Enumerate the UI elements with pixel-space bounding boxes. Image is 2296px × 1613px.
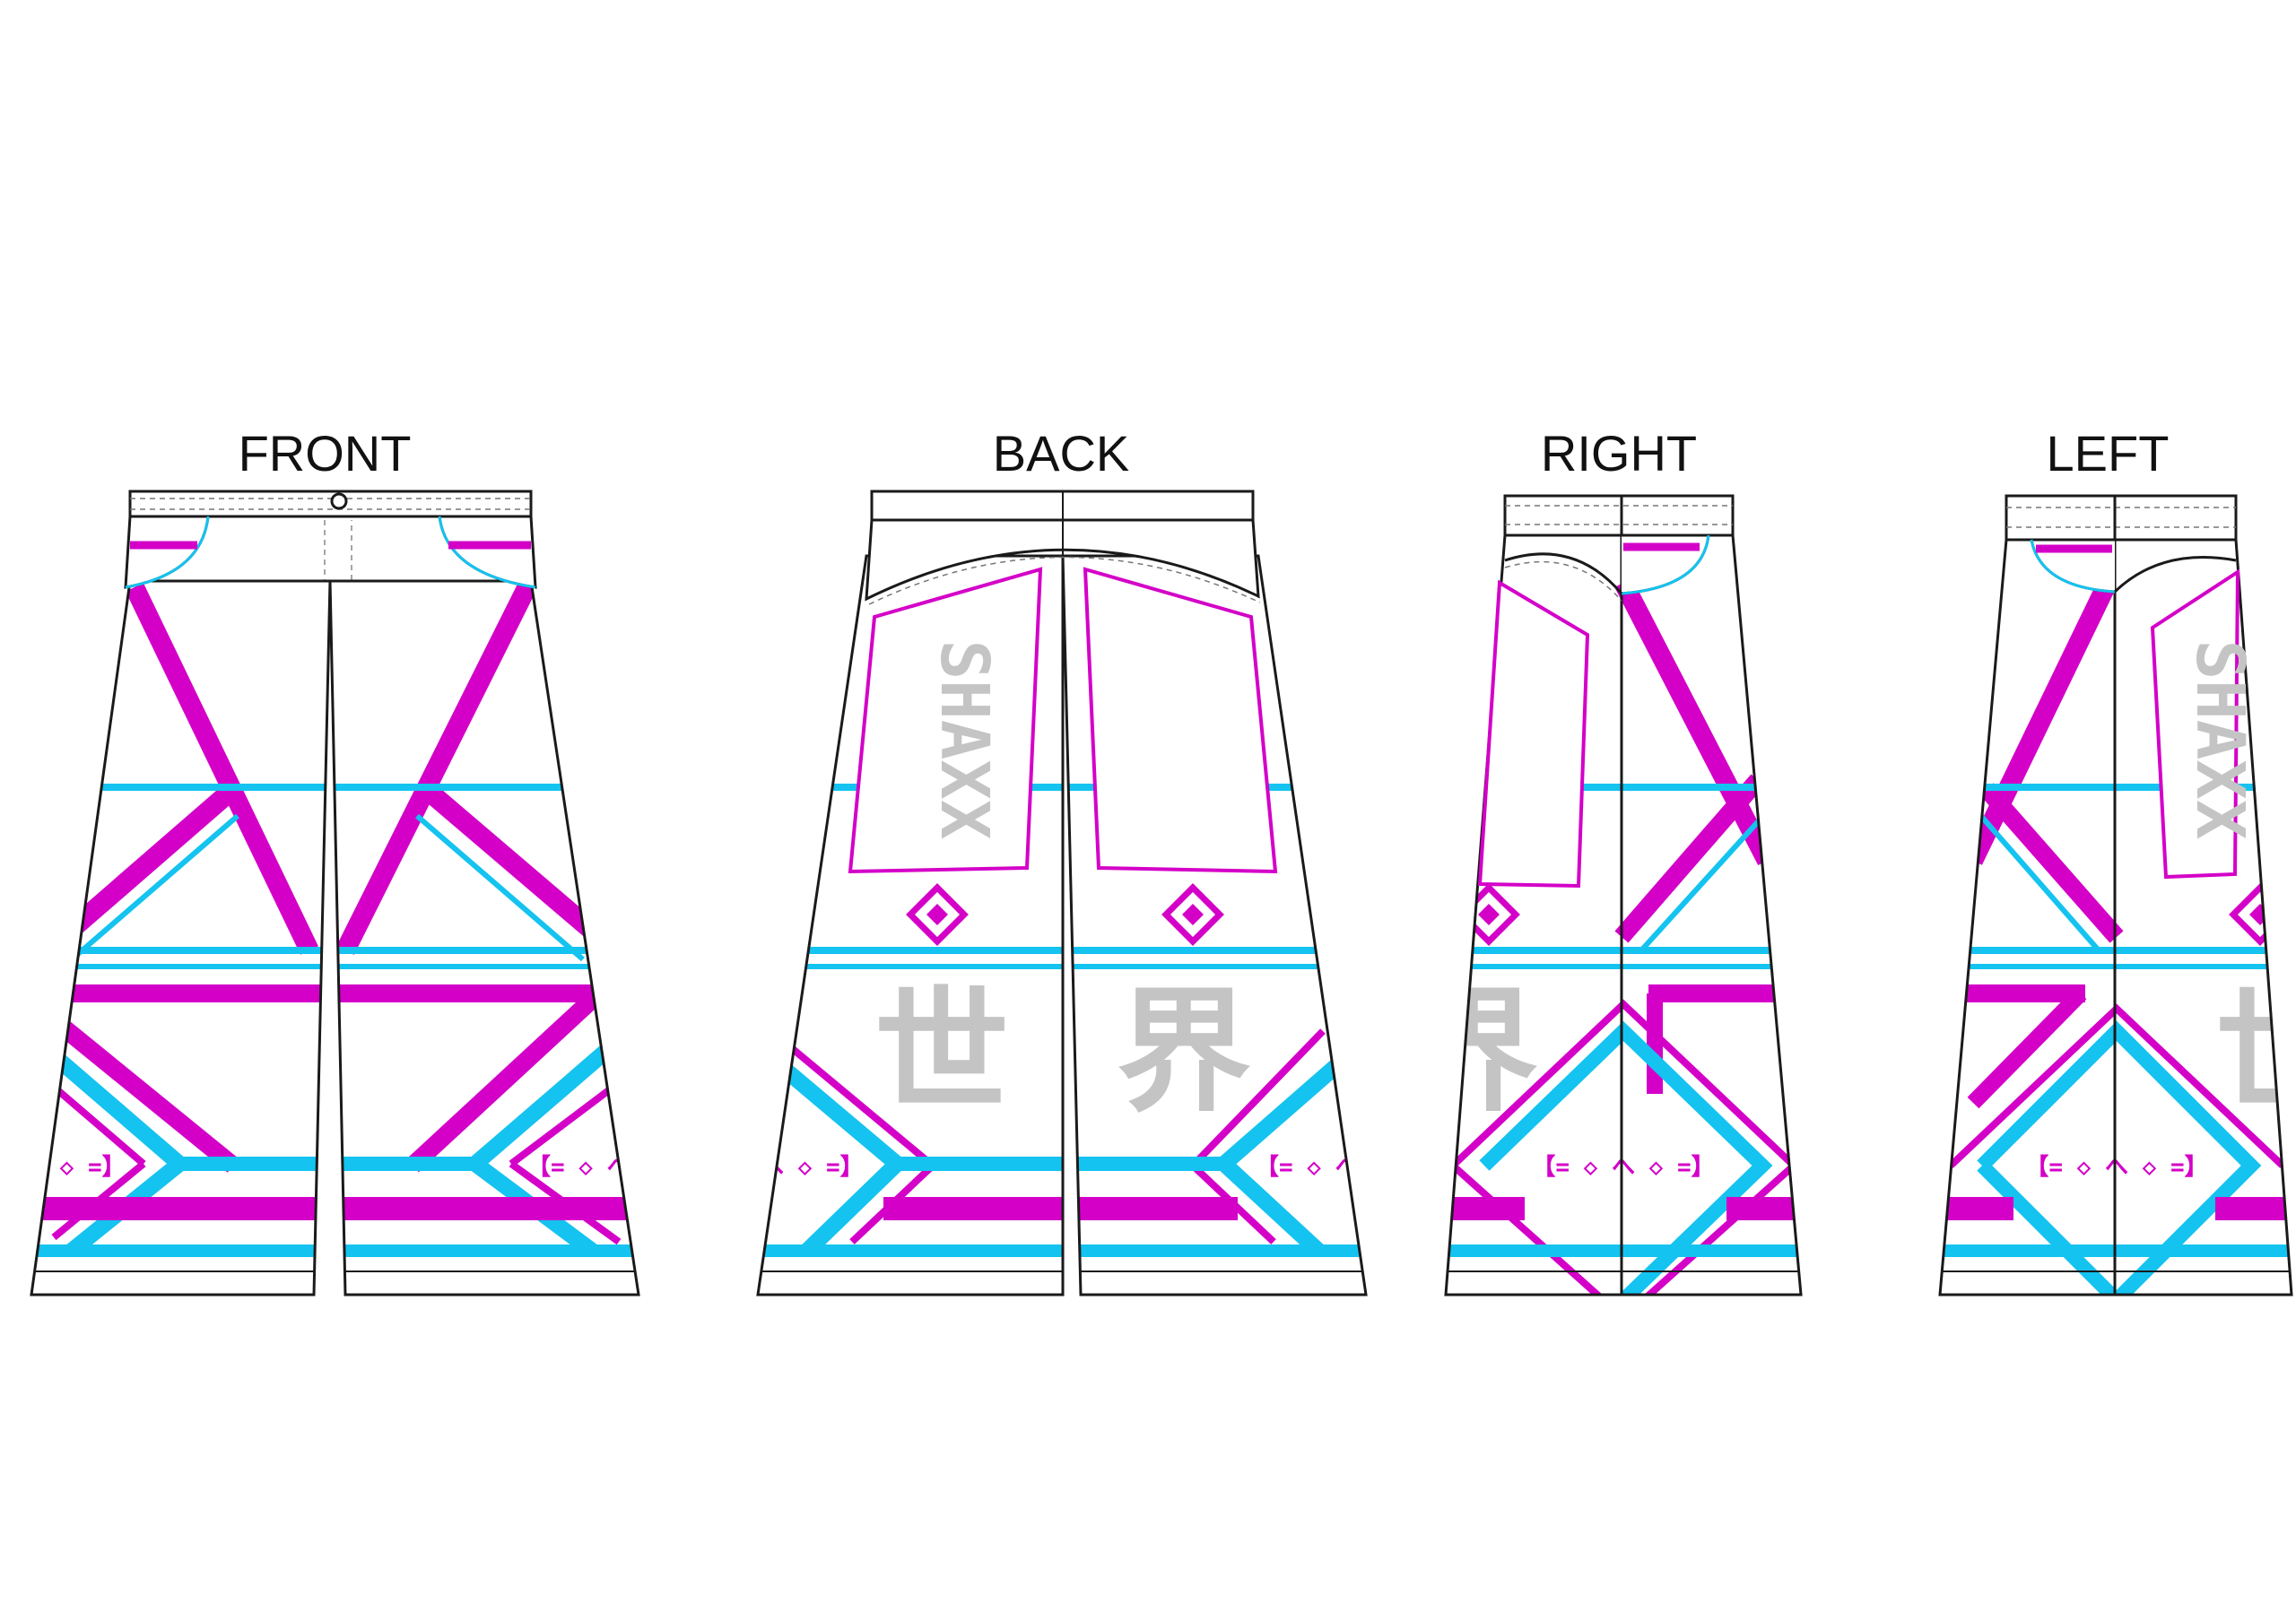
back-pocket-side bbox=[2150, 568, 2240, 880]
back-pocket-side bbox=[1477, 579, 1590, 889]
view-label-right: RIGHT bbox=[1541, 425, 1697, 481]
right-view: 【= ◇ へ ◇ =】 界 bbox=[1404, 494, 1803, 1296]
kanji-world-1: 世 bbox=[874, 975, 1009, 1131]
brand-text-vertical: SHAXX bbox=[2181, 640, 2258, 840]
diamond-emblem bbox=[906, 883, 969, 946]
back-pocket-left bbox=[848, 567, 1043, 874]
glyph-row: 【= ◇ へ ◇ =】 bbox=[2025, 1154, 2207, 1181]
front-view: へ ◇ =】 【= ◇ へ ◇ =】 bbox=[22, 490, 640, 1296]
front-right-leg-graphics: 【= ◇ へ ◇ =】 bbox=[330, 581, 639, 1295]
view-label-back: BACK bbox=[993, 425, 1130, 481]
kanji-world-2: 界 bbox=[1404, 975, 1538, 1131]
view-label-left: LEFT bbox=[2047, 425, 2170, 481]
button-icon bbox=[330, 492, 348, 510]
left-view: 【= ◇ へ ◇ =】 世 SHAXX bbox=[1938, 494, 2296, 1296]
glyph-row: へ ◇ =】 bbox=[22, 1154, 126, 1181]
kanji-world-1: 世 bbox=[2215, 975, 2296, 1131]
diamond-emblem bbox=[1161, 883, 1224, 946]
brand-text-vertical: SHAXX bbox=[926, 640, 1003, 840]
back-view: へ ◇ =】 世 【= ◇ へ ◇ =】 界 SHAXX bbox=[756, 490, 1368, 1296]
glyph-row: 【= ◇ へ ◇ =】 bbox=[1532, 1154, 1714, 1181]
view-label-front: FRONT bbox=[239, 425, 412, 481]
front-left-leg-graphics: へ ◇ =】 bbox=[22, 581, 330, 1295]
back-pocket-right bbox=[1083, 567, 1278, 874]
kanji-world-2: 界 bbox=[1117, 975, 1251, 1131]
